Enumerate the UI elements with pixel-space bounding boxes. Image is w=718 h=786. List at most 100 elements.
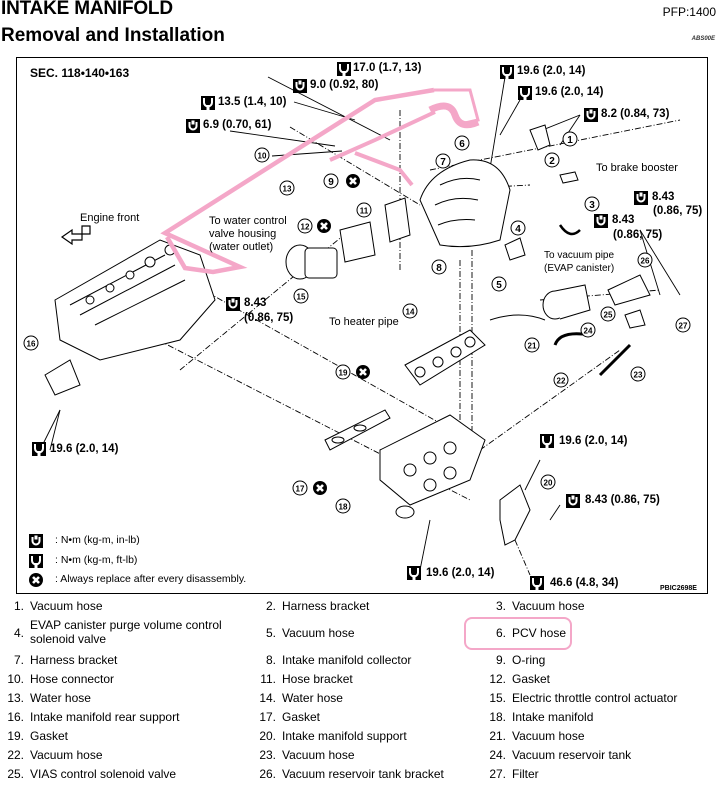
part-number: 1. (13, 599, 24, 613)
svg-text:7: 7 (440, 157, 446, 168)
callout-1: 1 (562, 131, 578, 147)
torque-spec: (0.86, 75) (244, 312, 294, 324)
part-label: Vacuum reservoir tank bracket (282, 767, 444, 781)
torque-spec: 6.9 (0.70, 61) (203, 119, 272, 131)
note-water-control: valve housing (209, 228, 277, 240)
note-water-control: (water outlet) (209, 241, 274, 253)
part-label-text: Electric throttle control actuator (512, 691, 678, 705)
part-number: 7. (13, 653, 24, 667)
part-label-text: Hose connector (30, 672, 115, 686)
note-heater-pipe: To heater pipe (329, 316, 399, 328)
page-subtitle: Removal and Installation (1, 25, 225, 46)
callout-23: 23 (630, 366, 646, 382)
part-number: 17. (259, 710, 276, 724)
wrench-nm-in-lb-icon (583, 107, 599, 123)
legend-in-lb: : N•m (kg-m, in-lb) (55, 534, 140, 546)
svg-text:18: 18 (339, 503, 348, 512)
part-label-text: Vacuum hose (282, 626, 355, 640)
callout-26: 26 (637, 252, 653, 268)
part-number: 15. (489, 691, 506, 705)
svg-text:25: 25 (604, 311, 613, 320)
replace-x-icon (354, 363, 372, 381)
svg-text:5: 5 (496, 280, 502, 291)
part-number: 10. (7, 672, 24, 686)
part-label: Vacuum hose (30, 599, 103, 613)
callout-4: 4 (510, 220, 526, 236)
part-label: Intake manifold support (282, 729, 407, 743)
wrench-nm-ft-lb-icon (406, 565, 422, 581)
part-label: Water hose (282, 691, 343, 705)
part-label-text: Vacuum hose (512, 599, 585, 613)
part-number: 14. (259, 691, 276, 705)
part-number: 12. (489, 672, 506, 686)
svg-text:27: 27 (679, 322, 688, 331)
part-label-text: Hose bracket (282, 672, 353, 686)
pcv-hose-part (428, 102, 480, 129)
torque-spec: (0.86, 75) (653, 205, 703, 217)
part-number: 16. (7, 710, 24, 724)
part-label-text: Gasket (512, 672, 551, 686)
part-label: Gasket (512, 672, 550, 686)
part-number: 3. (495, 599, 506, 613)
part-label-text: Harness bracket (282, 599, 370, 613)
page-title: INTAKE MANIFOLD (1, 0, 173, 19)
torque-spec: 19.6 (2.0, 14) (559, 435, 628, 447)
part-label-text: EVAP canister purge volume control (30, 618, 222, 632)
part-number: 26. (259, 767, 276, 781)
svg-text:6: 6 (459, 139, 465, 150)
part-label: Water hose (30, 691, 91, 705)
svg-text:16: 16 (27, 340, 36, 349)
callout-21: 21 (524, 337, 540, 353)
replace-x-icon (315, 217, 333, 235)
svg-text:10: 10 (258, 152, 267, 161)
part-number: 2. (265, 599, 276, 613)
cylinder-head-drawing (54, 239, 216, 361)
wrench-nm-in-lb-icon (633, 190, 649, 206)
wrench-nm-ft-lb-icon (336, 61, 352, 77)
part-number: 13. (7, 691, 24, 705)
callout-20: 20 (540, 474, 556, 490)
svg-text:1: 1 (567, 135, 573, 146)
part-number: 9. (495, 653, 506, 667)
callout-15: 15 (293, 288, 309, 304)
part-number: 6. (495, 626, 506, 640)
callout-3: 3 (584, 196, 600, 212)
wrench-nm-ft-lb-icon (31, 441, 47, 457)
wrench-nm-in-lb-icon (225, 296, 241, 312)
callout-11: 11 (356, 202, 372, 218)
figure-id: PBIC2698E (660, 585, 697, 592)
section-code: ABS00E (691, 36, 715, 42)
note-vacuum-pipe: To vacuum pipe (544, 250, 615, 261)
part-label-text: Intake manifold collector (282, 653, 412, 667)
callout-18: 18 (335, 498, 351, 514)
part-number: 18. (489, 710, 506, 724)
part-label-text: Vacuum hose (282, 748, 355, 762)
part-number: 5. (265, 626, 276, 640)
part-number: 8. (265, 653, 276, 667)
part-label-text: Gasket (282, 710, 321, 724)
torque-spec: (0.86, 75) (613, 229, 663, 241)
torque-spec: 19.6 (2.0, 14) (535, 86, 604, 98)
replace-x-icon (344, 172, 362, 190)
part-number: 25. (7, 767, 24, 781)
part-label: Vacuum hose (282, 748, 355, 762)
part-number: 24. (489, 748, 506, 762)
wrench-nm-in-lb-icon (185, 118, 201, 134)
callout-13: 13 (279, 180, 295, 196)
callout-6: 6 (454, 135, 470, 151)
callout-7: 7 (435, 153, 451, 169)
part-number: 20. (259, 729, 276, 743)
part-label-text: Water hose (282, 691, 343, 705)
part-label-text: Harness bracket (30, 653, 118, 667)
part-label: Harness bracket (282, 599, 369, 613)
part-label: O-ring (512, 653, 545, 667)
torque-spec: 17.0 (1.7, 13) (353, 62, 422, 74)
part-label: Intake manifold rear support (30, 710, 179, 724)
part-label-text: Gasket (30, 729, 69, 743)
part-label-text: Vacuum reservoir tank bracket (282, 767, 444, 781)
torque-spec: 19.6 (2.0, 14) (426, 567, 495, 579)
wrench-nm-in-lb-icon (593, 213, 609, 229)
part-label-text: Filter (512, 767, 539, 781)
wrench-nm-in-lb-icon (28, 533, 44, 549)
